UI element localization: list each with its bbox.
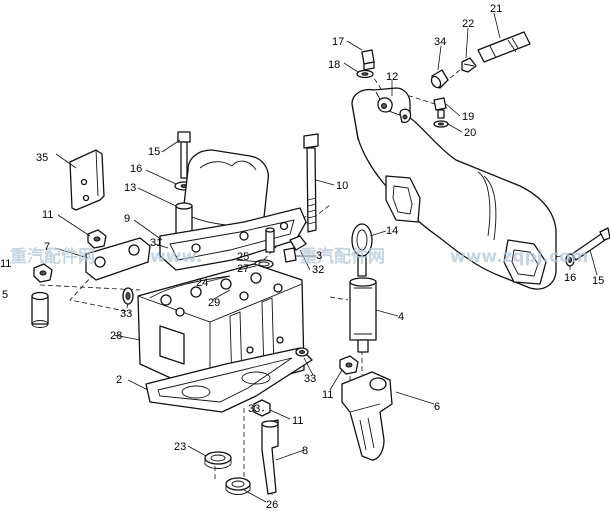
part-15-bolt-left [177, 131, 191, 179]
part-3-fitting [283, 247, 297, 263]
part-33-washer-right [295, 347, 309, 357]
callout-17: 17 [332, 36, 344, 48]
callout-10: 10 [336, 180, 348, 192]
callout-18: 18 [328, 59, 340, 71]
callout-21: 21 [490, 3, 502, 15]
part-33-washer-left [122, 287, 134, 305]
part-10-long-bolt [303, 133, 319, 233]
callout-2: 2 [116, 374, 122, 386]
part-22-nut [461, 57, 477, 73]
part-11-nut-bottom [253, 399, 271, 417]
part-18-washer [356, 69, 374, 79]
part-2-head-gasket [145, 347, 313, 413]
part-32-nut [289, 235, 307, 251]
callout-9: 9 [124, 213, 130, 225]
part-14-eye-bolt [351, 223, 373, 277]
part-11-nut-right [339, 355, 359, 375]
callout-35: 35 [36, 152, 48, 164]
callout-14: 14 [386, 225, 398, 237]
callout-24: 24 [196, 277, 208, 289]
callout-23: 23 [174, 441, 186, 453]
part-4-sleeve [349, 277, 377, 353]
part-21-sensor [477, 31, 531, 63]
callout-8: 8 [302, 445, 308, 457]
callout-6: 6 [434, 401, 440, 413]
part-25-pin [265, 227, 275, 253]
callout-20: 20 [464, 127, 476, 139]
callout-labels: 17 18 12 34 22 21 19 20 10 15 16 13 35 1… [0, 3, 604, 511]
part-20-washer [433, 120, 449, 128]
part-34-fitting [430, 69, 449, 89]
watermark-text-mid1: www. [150, 247, 203, 267]
callout-11-bottom: 11 [292, 415, 303, 427]
watermark: 重汽配件网 www. 重汽配件网 www.zqpj.com [10, 246, 588, 267]
callout-11-right: 11 [322, 389, 333, 401]
callout-11-left: 11 [0, 258, 11, 270]
callout-25: 25 [237, 251, 249, 263]
callout-16-right: 16 [564, 272, 576, 284]
watermark-text-mid2: 重汽配件网 [300, 246, 385, 267]
callout-28: 28 [110, 330, 122, 342]
part-8-valve-guide [261, 419, 279, 495]
callout-4: 4 [398, 311, 404, 323]
callout-33-left: 33 [120, 308, 132, 320]
part-5-spacer [31, 291, 49, 328]
watermark-text-right: www.zqpj.com [450, 247, 588, 267]
callout-33-right: 33 [304, 373, 316, 385]
callout-31: 31 [150, 237, 162, 249]
callout-12: 12 [386, 71, 398, 83]
watermark-text-left: 重汽配件网 [10, 246, 95, 267]
callout-29: 29 [208, 297, 220, 309]
part-15-bolt-right [571, 227, 610, 261]
part-23-seat [204, 451, 232, 469]
part-26-seat [225, 477, 251, 495]
callout-16-left: 16 [130, 163, 142, 175]
callout-3: 3 [316, 250, 322, 262]
part-35-bracket [69, 149, 105, 211]
callout-15-right: 15 [592, 275, 604, 287]
callout-26: 26 [266, 499, 278, 511]
callout-5: 5 [2, 289, 8, 301]
callout-22: 22 [462, 18, 474, 30]
callout-15-left: 15 [148, 146, 160, 158]
leader-lines [54, 12, 598, 503]
part-7-lifting-plate [85, 237, 151, 281]
exhaust-manifold [351, 87, 557, 290]
callout-32: 32 [312, 264, 324, 276]
part-11-nut-upper [87, 229, 107, 249]
part-19-bolt [433, 97, 447, 119]
callout-19: 19 [462, 111, 474, 123]
part-6-rocker-support [341, 371, 393, 461]
callout-33-bottom: 33 [248, 403, 260, 415]
callout-7: 7 [44, 241, 50, 253]
callout-11-upper: 11 [42, 209, 53, 221]
callout-27: 27 [237, 263, 249, 275]
callout-34: 34 [434, 36, 446, 48]
part-17-plug [361, 49, 375, 71]
part-11-nut-left [33, 263, 53, 283]
callout-13: 13 [124, 182, 136, 194]
